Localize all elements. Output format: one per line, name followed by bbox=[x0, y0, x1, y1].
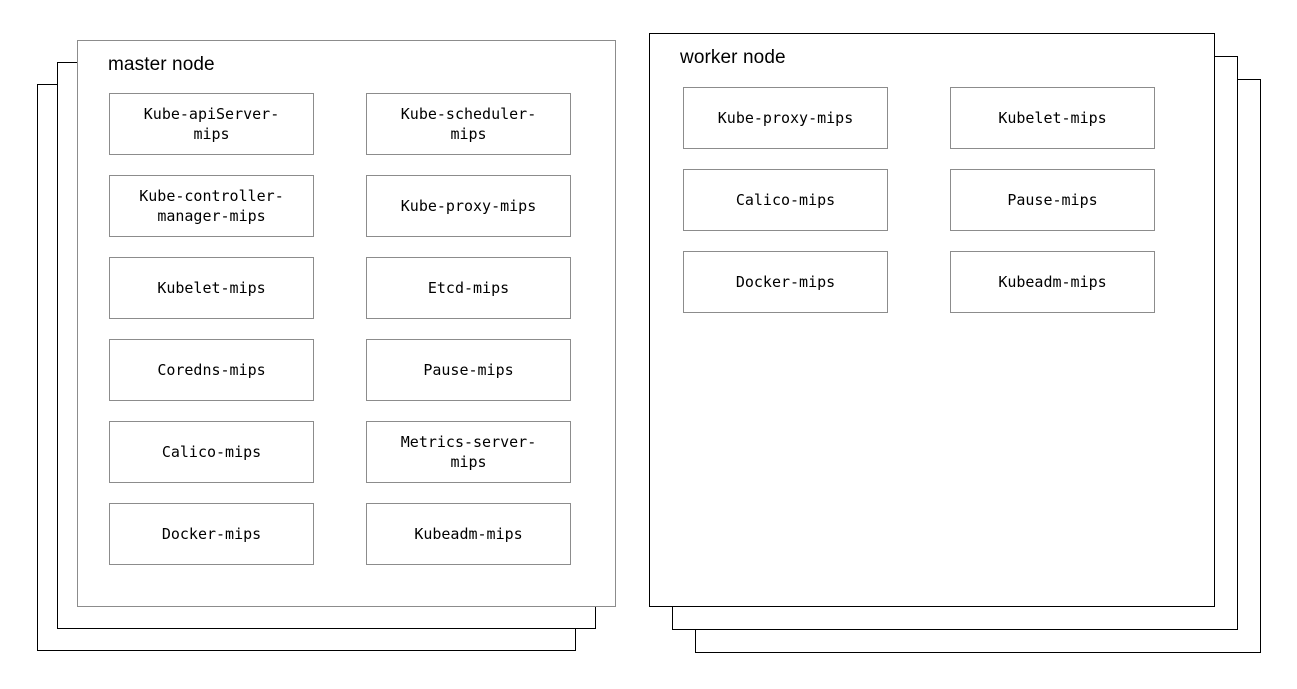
component-box-metrics-server[interactable]: Metrics-server- mips bbox=[366, 421, 571, 483]
component-box-docker[interactable]: Docker-mips bbox=[109, 503, 314, 565]
component-box-etcd[interactable]: Etcd-mips bbox=[366, 257, 571, 319]
master-node-title: master node bbox=[108, 54, 215, 75]
component-box-kubeadm[interactable]: Kubeadm-mips bbox=[950, 251, 1155, 313]
component-box-pause[interactable]: Pause-mips bbox=[950, 169, 1155, 231]
component-label: Calico-mips bbox=[735, 191, 836, 209]
component-box-kube-apiserver[interactable]: Kube-apiServer- mips bbox=[109, 93, 314, 155]
component-box-pause[interactable]: Pause-mips bbox=[366, 339, 571, 401]
component-box-kube-proxy[interactable]: Kube-proxy-mips bbox=[683, 87, 888, 149]
component-label: Pause-mips bbox=[423, 361, 514, 379]
component-label: Docker-mips bbox=[161, 525, 262, 543]
component-label: Metrics-server- mips bbox=[400, 433, 537, 471]
component-box-docker[interactable]: Docker-mips bbox=[683, 251, 888, 313]
component-label: Kubeadm-mips bbox=[998, 273, 1107, 291]
component-label: Kubelet-mips bbox=[157, 279, 266, 297]
component-box-kubelet[interactable]: Kubelet-mips bbox=[109, 257, 314, 319]
worker-node-panel[interactable]: worker node Kube-proxy-mips Kubelet-mips… bbox=[649, 33, 1215, 607]
component-box-kubeadm[interactable]: Kubeadm-mips bbox=[366, 503, 571, 565]
worker-node-title: worker node bbox=[680, 47, 786, 68]
component-label: Coredns-mips bbox=[157, 361, 266, 379]
component-label: Kube-controller- manager-mips bbox=[139, 187, 284, 225]
component-label: Docker-mips bbox=[735, 273, 836, 291]
component-label: Kube-apiServer- mips bbox=[143, 105, 280, 143]
component-box-kubelet[interactable]: Kubelet-mips bbox=[950, 87, 1155, 149]
master-node-component-grid: Kube-apiServer- mips Kube-scheduler- mip… bbox=[109, 93, 571, 565]
component-label: Pause-mips bbox=[1007, 191, 1098, 209]
component-label: Kube-scheduler- mips bbox=[400, 105, 537, 143]
component-label: Calico-mips bbox=[161, 443, 262, 461]
component-box-coredns[interactable]: Coredns-mips bbox=[109, 339, 314, 401]
component-label: Kubelet-mips bbox=[998, 109, 1107, 127]
component-label: Kube-proxy-mips bbox=[400, 197, 537, 215]
component-box-calico[interactable]: Calico-mips bbox=[683, 169, 888, 231]
component-box-calico[interactable]: Calico-mips bbox=[109, 421, 314, 483]
component-label: Etcd-mips bbox=[427, 279, 510, 297]
worker-node-component-grid: Kube-proxy-mips Kubelet-mips Calico-mips… bbox=[683, 87, 1155, 313]
component-label: Kube-proxy-mips bbox=[717, 109, 854, 127]
component-box-kube-proxy[interactable]: Kube-proxy-mips bbox=[366, 175, 571, 237]
master-node-panel[interactable]: master node Kube-apiServer- mips Kube-sc… bbox=[77, 40, 616, 607]
component-label: Kubeadm-mips bbox=[414, 525, 523, 543]
component-box-kube-scheduler[interactable]: Kube-scheduler- mips bbox=[366, 93, 571, 155]
component-box-kube-controller-manager[interactable]: Kube-controller- manager-mips bbox=[109, 175, 314, 237]
